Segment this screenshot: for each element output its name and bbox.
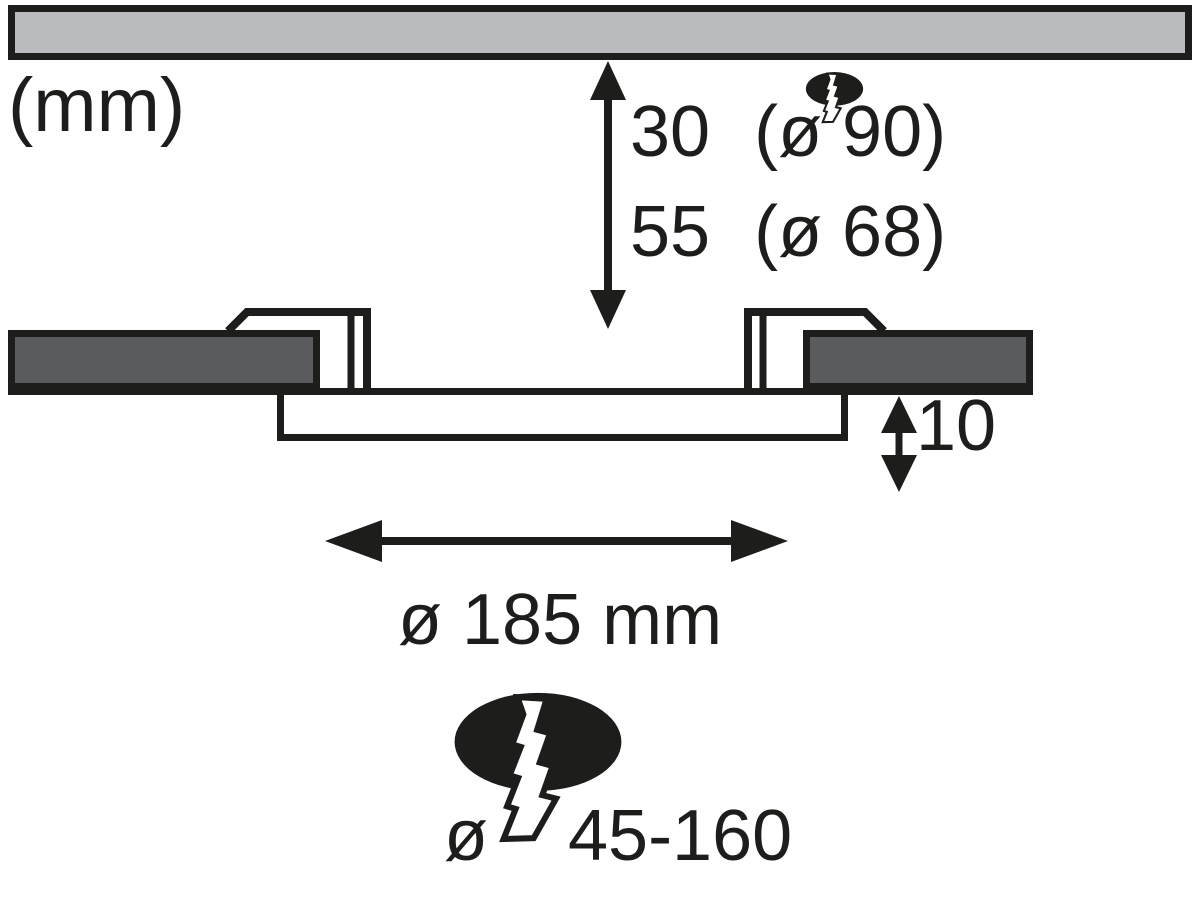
panel-body-outline <box>277 394 848 441</box>
mains-connection-icon-large <box>454 692 622 843</box>
ceiling-bar <box>8 5 1192 60</box>
protrusion-value: 10 <box>916 386 997 466</box>
mounting-clip-left <box>225 308 371 389</box>
diameter-symbol: ø <box>444 796 488 876</box>
recess-depth-arrow <box>590 61 626 329</box>
cutout-diameter-68: (ø 68) <box>754 192 947 272</box>
depth-row-55: 55 (ø 68) <box>630 196 946 268</box>
cutout-diameter-90: (ø 90) <box>754 92 947 172</box>
unit-label: (mm) <box>8 63 186 148</box>
ceiling-cut-right <box>803 330 1033 390</box>
mains-connection-icon-small <box>805 72 864 124</box>
panel-diameter-label: ø 185 mm <box>398 580 723 660</box>
depth-value-30: 30 <box>630 92 711 172</box>
cutout-range-label: ø 45-160 <box>444 800 792 872</box>
depth-row-30: 30 (ø 90) <box>630 96 946 168</box>
protrusion-arrow <box>881 396 917 492</box>
mounting-clip-right <box>744 308 887 389</box>
cutout-range-value: 45-160 <box>567 796 793 876</box>
diameter-arrow <box>325 520 788 562</box>
depth-value-55: 55 <box>630 192 711 272</box>
ceiling-cut-left <box>8 330 320 390</box>
